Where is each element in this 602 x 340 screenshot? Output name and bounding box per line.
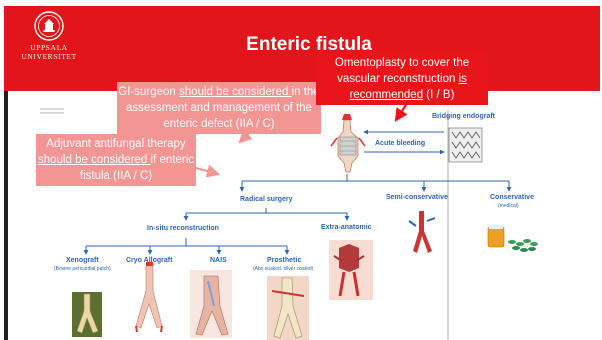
label-xenograft: Xenograft [66,257,99,264]
callout-adjuvant-antifungal: Adjuvant antifungal therapy should be co… [36,134,196,186]
label-prosthetic: Prosthetic [267,257,301,264]
label-nais: NAIS [210,257,227,264]
cryo-allograft-image [136,262,162,332]
slide: UPPSALA UNIVERSITET Enteric fistula [4,6,600,340]
label-cryo-allograft: Cryo Allograft [126,257,172,264]
omento-callout-arrow [396,105,406,120]
callout-gi-text-underlined: should be considered [179,86,292,98]
label-acute-bleeding: Acute bleeding [375,140,425,147]
prosthetic-image [267,276,309,340]
callout-adj-text-underlined: should be considered [38,154,151,166]
label-in-situ: In-situ reconstruction [147,225,219,232]
bridging-endograft-image [449,128,482,162]
label-conservative-sub: (medical) [498,203,519,209]
callout-gi-text-pre: GI-surgeon [118,86,179,98]
adjuvant-callout-arrow [196,168,218,174]
callout-omentoplasty: Omentoplasty to cover the vascular recon… [316,52,488,105]
label-extra-anatomic: Extra-anatomic [321,224,372,231]
label-radical-surgery: Radical surgery [240,196,293,203]
extra-anatomic-image [329,240,373,300]
xenograft-image [72,292,102,337]
label-semi-conservative: Semi-conservative [386,194,448,201]
callout-omento-text-pre: Omentoplasty to cover the vascular recon… [335,57,469,85]
callout-adj-text-pre: Adjuvant antifungal therapy [46,138,185,150]
semi-conservative-image [409,211,435,253]
label-xenograft-sub: (Bovine pericardial patch) [54,266,111,272]
aortic-endograft-image [331,114,365,172]
label-conservative: Conservative [490,194,534,201]
conservative-medication-image [488,225,538,252]
callout-omento-text-post: (I / B) [423,89,454,101]
label-bridging-endograft: Bridging endograft [432,113,495,120]
nais-image [190,270,232,338]
callout-gi-surgeon: GI-surgeon should be considered in the a… [117,82,321,134]
label-prosthetic-sub: (Abx soaked, silver coated) [253,266,313,272]
